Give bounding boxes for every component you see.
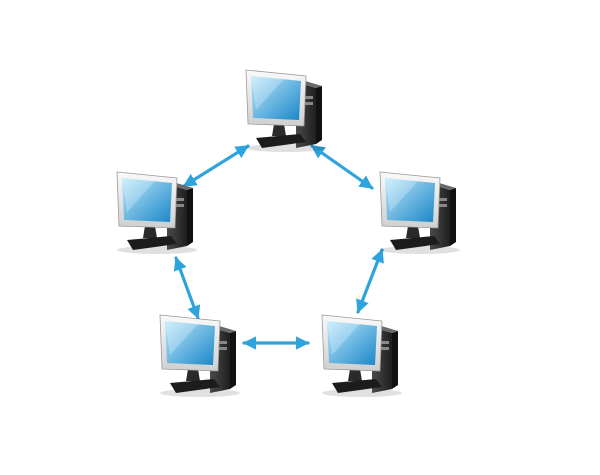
shadow <box>246 144 326 152</box>
monitor-screen <box>251 76 301 120</box>
bidirectional-arrow-pc-right-pc-bottom-right <box>310 144 374 190</box>
pc-bottom-left-computer-icon <box>159 314 240 397</box>
drive-bay <box>380 341 389 344</box>
tower-side <box>392 331 398 389</box>
monitor-base <box>390 236 440 250</box>
pc-top-computer-icon <box>245 69 326 152</box>
drive-bay <box>438 204 447 207</box>
drive-bay <box>218 347 227 350</box>
shadow <box>117 246 197 254</box>
monitor-base <box>127 236 177 250</box>
monitor-neck <box>406 226 420 238</box>
nodes-layer <box>116 69 460 397</box>
links-layer <box>173 144 384 350</box>
bidirectional-arrow-pc-bottom-right-pc-bottom-left <box>356 248 384 314</box>
monitor-base <box>170 379 220 393</box>
tower-side <box>230 331 236 389</box>
shadow <box>322 389 402 397</box>
shadow <box>380 246 460 254</box>
monitor-screen <box>122 178 172 222</box>
pc-right-computer-icon <box>379 171 460 254</box>
monitor-neck <box>348 369 362 381</box>
shadow <box>160 389 240 397</box>
monitor-screen <box>165 321 215 365</box>
drive-bay <box>175 198 184 201</box>
tower-side <box>187 188 193 246</box>
monitor-screen <box>385 178 435 222</box>
drive-bay <box>304 96 313 99</box>
screen-glare <box>251 76 284 110</box>
monitor-neck <box>186 369 200 381</box>
pc-left-computer-icon <box>116 171 197 254</box>
tower-side <box>450 188 456 246</box>
drive-bay <box>380 347 389 350</box>
drive-bay <box>304 102 313 105</box>
pc-bottom-right-computer-icon <box>321 314 402 397</box>
bidirectional-arrow-pc-left-pc-top <box>173 256 201 320</box>
monitor-base <box>256 134 306 148</box>
drive-bay <box>175 204 184 207</box>
drive-bay <box>438 198 447 201</box>
bidirectional-arrow-pc-top-pc-right <box>182 144 250 188</box>
screen-glare <box>385 178 418 212</box>
drive-bay <box>218 341 227 344</box>
monitor-base <box>332 379 382 393</box>
monitor-neck <box>143 226 157 238</box>
screen-glare <box>165 321 198 355</box>
monitor-screen <box>327 321 377 365</box>
monitor-neck <box>272 124 286 136</box>
screen-glare <box>122 178 155 212</box>
tower-side <box>316 86 322 144</box>
screen-glare <box>327 321 360 355</box>
